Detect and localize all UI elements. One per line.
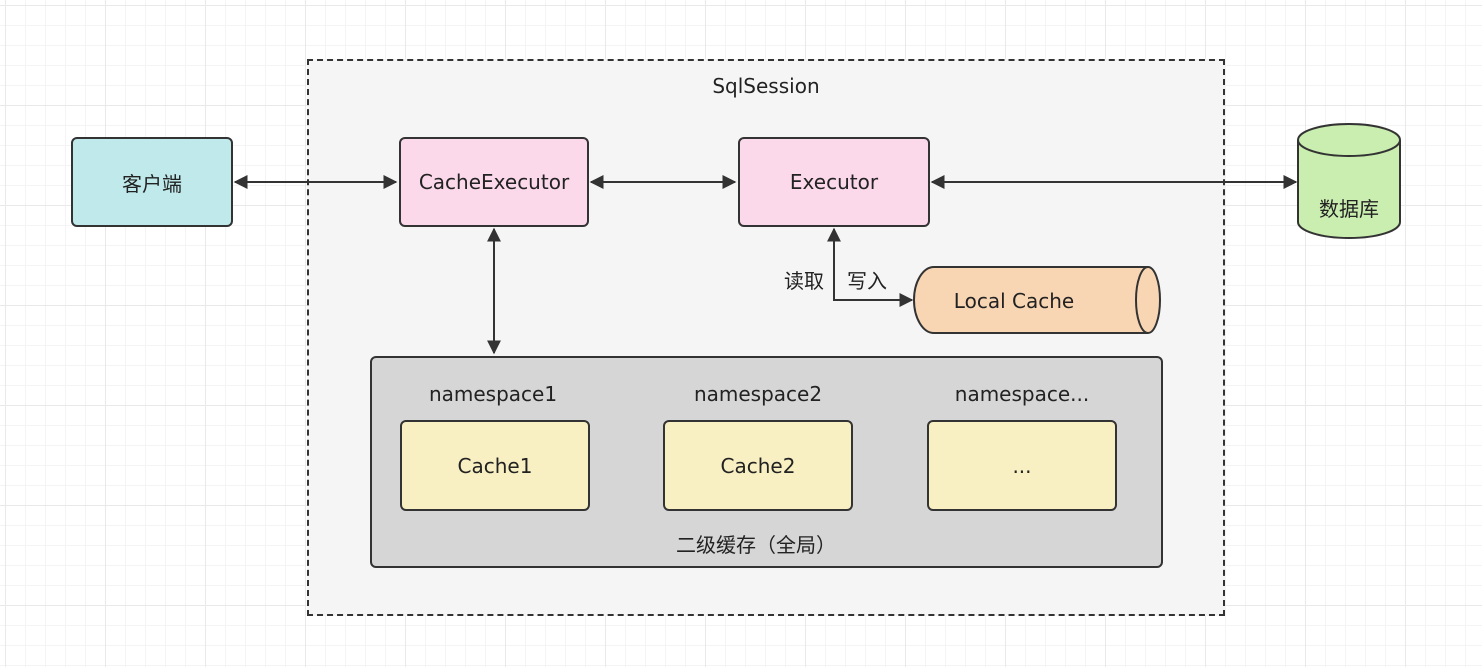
cache-more-node[interactable]: ... bbox=[927, 420, 1117, 511]
sqlsession-label: SqlSession bbox=[712, 74, 820, 98]
database-cylinder-icon bbox=[1297, 123, 1401, 239]
cache-more-label: ... bbox=[1012, 453, 1032, 478]
cache-2-node[interactable]: Cache2 bbox=[663, 420, 853, 511]
cache-executor-node[interactable]: CacheExecutor bbox=[399, 137, 589, 227]
local-cache-cylinder-icon bbox=[913, 266, 1161, 334]
read-label: 读取 bbox=[784, 269, 824, 293]
cache-2-label: Cache2 bbox=[720, 453, 796, 478]
second-level-cache-label: 二级缓存（全局） bbox=[676, 533, 836, 557]
cache-1-label: Cache1 bbox=[457, 453, 533, 478]
namespace-2-label: namespace2 bbox=[693, 382, 823, 406]
client-label: 客户端 bbox=[122, 171, 182, 196]
executor-node[interactable]: Executor bbox=[738, 137, 930, 227]
cache-executor-label: CacheExecutor bbox=[418, 170, 570, 194]
database-label: 数据库 bbox=[1319, 197, 1379, 221]
cache-1-node[interactable]: Cache1 bbox=[400, 420, 590, 511]
namespace-1-label: namespace1 bbox=[428, 382, 558, 406]
write-label: 写入 bbox=[847, 269, 887, 293]
executor-label: Executor bbox=[789, 170, 879, 194]
client-node[interactable]: 客户端 bbox=[71, 137, 233, 227]
local-cache-label: Local Cache bbox=[953, 289, 1075, 313]
executor-localcache-arrow bbox=[827, 227, 914, 307]
namespace-more-label: namespace... bbox=[954, 382, 1090, 406]
